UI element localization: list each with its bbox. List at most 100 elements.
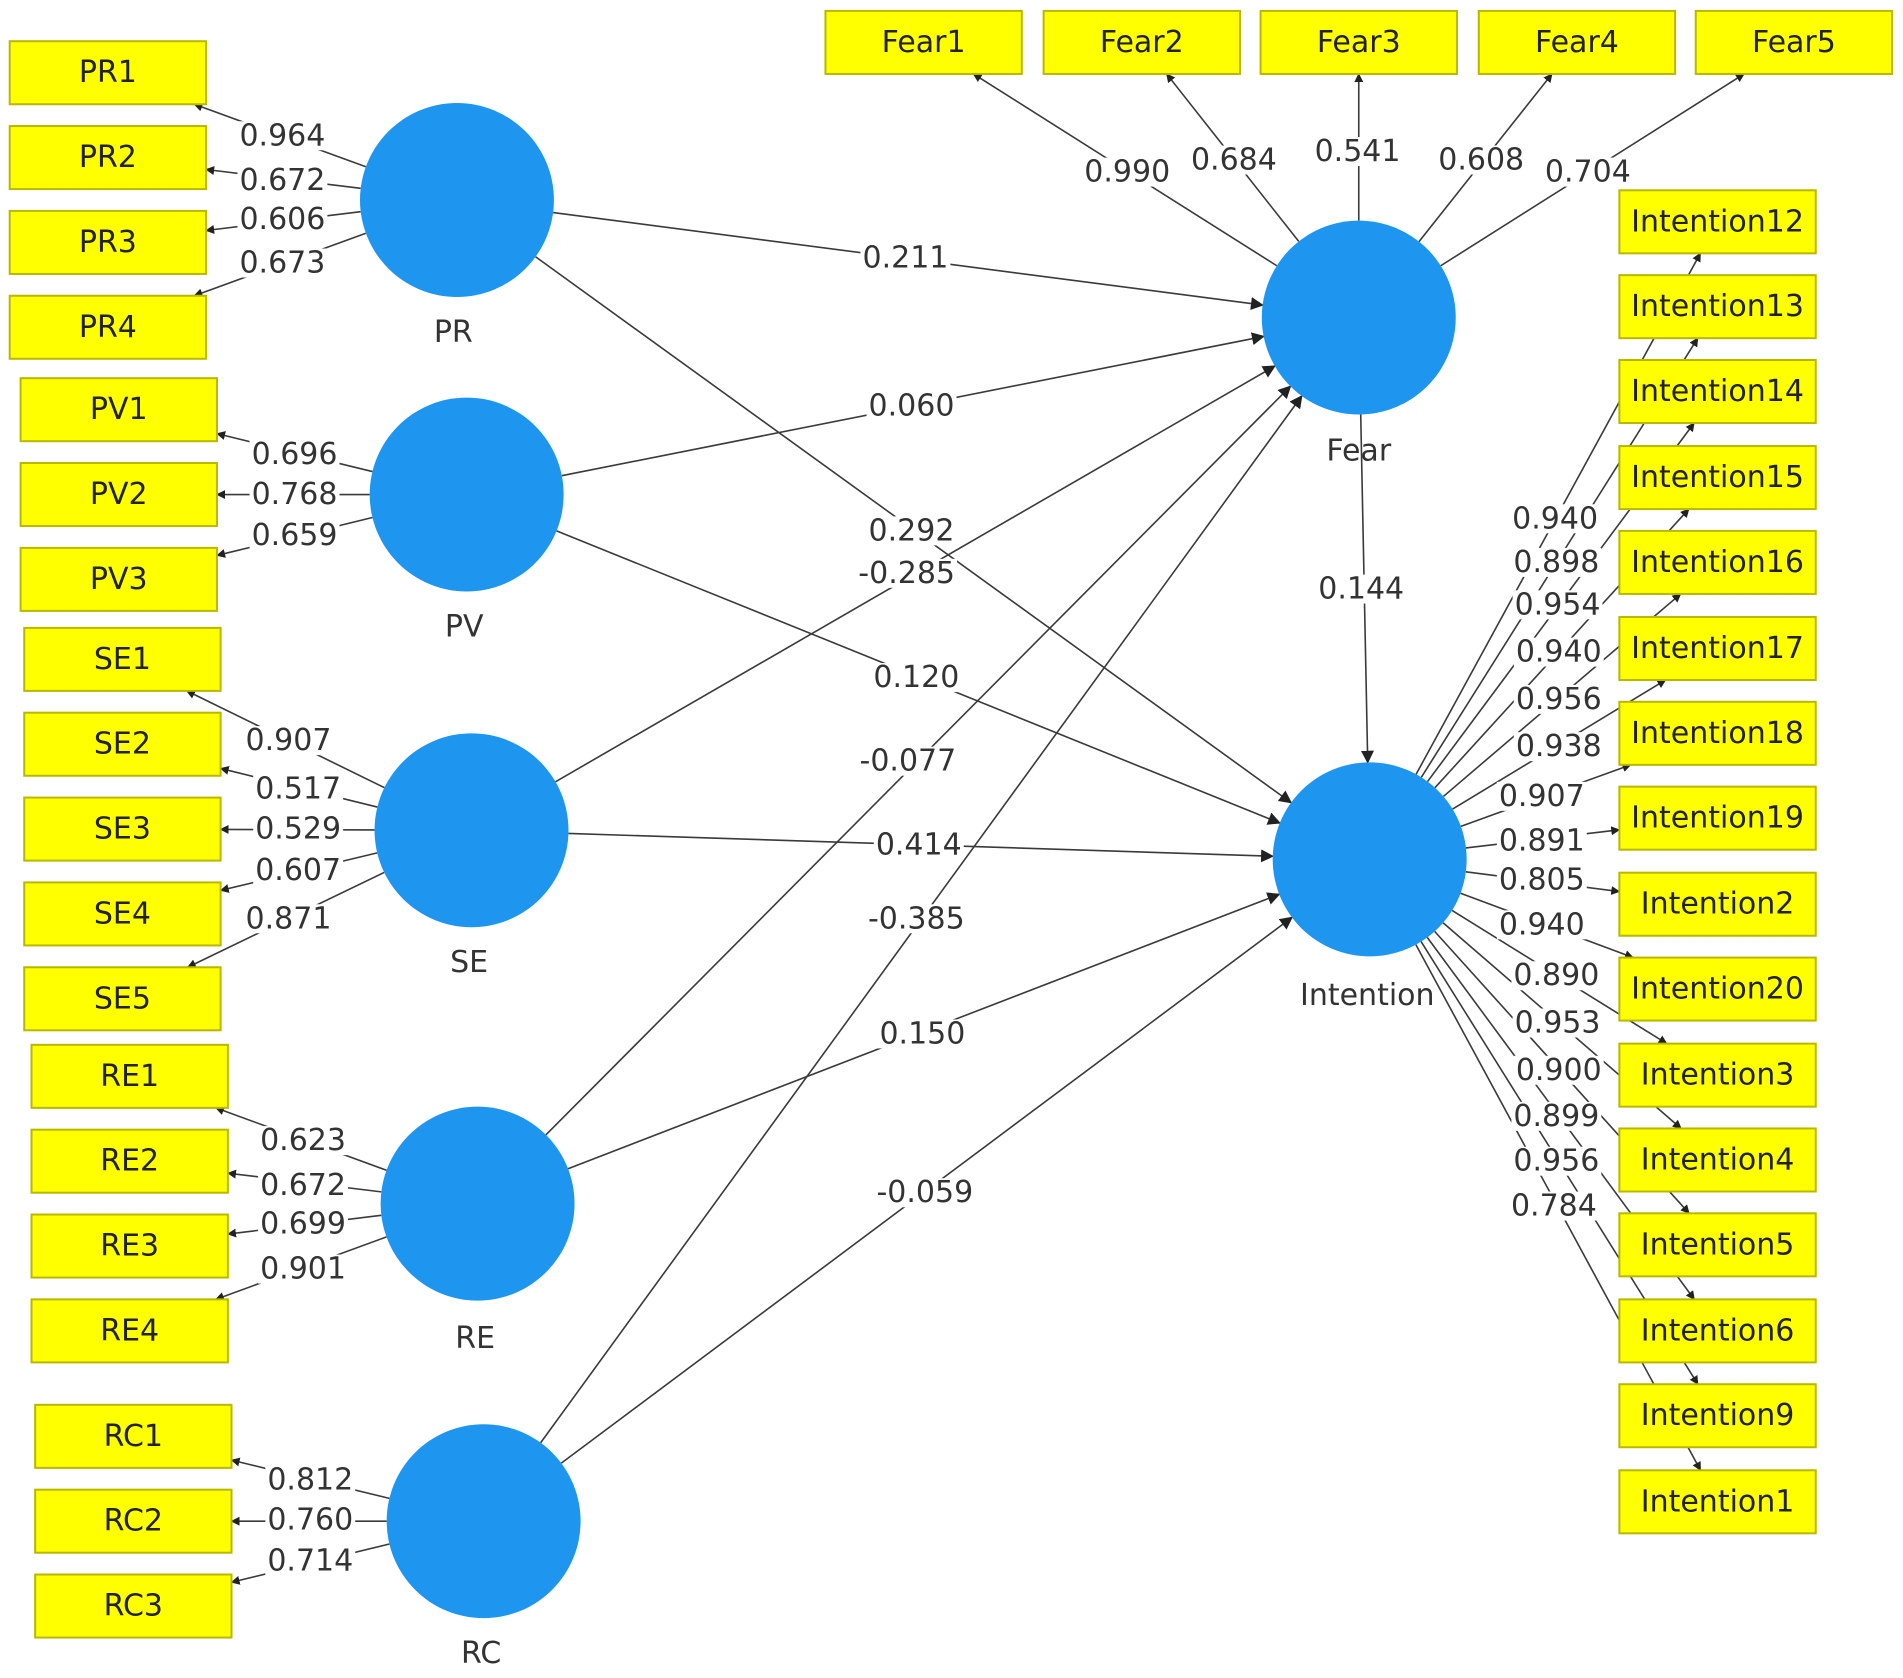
indicator-box-intention19[interactable] <box>1618 785 1817 851</box>
loading-value-intention1-group: 0.784 <box>1508 1189 1599 1224</box>
loading-value-intention5: 0.900 <box>1516 1053 1602 1088</box>
loading-value-intention14-backing <box>1512 590 1603 620</box>
loading-value-intention9: 0.956 <box>1513 1144 1599 1179</box>
loading-value-fear1: 0.990 <box>1084 155 1170 190</box>
loading-value-pv3-backing <box>249 521 340 551</box>
loading-value-pr3-backing <box>237 204 328 234</box>
indicator-box-intention2[interactable] <box>1618 871 1817 937</box>
latent-node-pv[interactable] <box>369 397 564 592</box>
indicator-box-pr4[interactable] <box>8 294 208 360</box>
indicator-box-fear1[interactable] <box>824 9 1023 75</box>
indicator-label-intention2: Intention2 <box>1641 887 1795 922</box>
indicator-box-rc2[interactable] <box>34 1488 233 1554</box>
indicator-box-fear3[interactable] <box>1259 9 1458 75</box>
indicator-box-pr1[interactable] <box>8 40 208 106</box>
indicator-box-fear5[interactable] <box>1694 9 1894 75</box>
indicator-box-se2[interactable] <box>23 711 222 777</box>
path-coefficient-pr-to-intention: 0.292 <box>869 513 955 548</box>
indicator-box-pr2[interactable] <box>8 125 208 191</box>
indicator-box-fear2[interactable] <box>1042 9 1241 75</box>
indicator-label-intention20: Intention20 <box>1631 972 1804 1007</box>
loading-value-pr4-backing <box>237 248 328 278</box>
path-coefficient-se-to-fear-backing <box>856 558 958 588</box>
loading-value-intention13: 0.898 <box>1513 545 1599 580</box>
indicator-label-rc2: RC2 <box>104 1504 163 1539</box>
latent-node-se[interactable] <box>374 733 569 928</box>
indicator-box-intention20[interactable] <box>1618 956 1817 1022</box>
indicator-box-intention12[interactable] <box>1618 189 1817 255</box>
path-coefficient-rc-to-intention: -0.059 <box>876 1175 973 1210</box>
loading-value-pr4: 0.673 <box>239 246 325 281</box>
loading-value-rc2-backing <box>265 1505 356 1535</box>
indicator-box-intention6[interactable] <box>1618 1298 1817 1364</box>
loading-value-pv3-group: 0.659 <box>249 518 340 553</box>
indicator-box-intention9[interactable] <box>1618 1383 1817 1449</box>
indicator-box-intention18[interactable] <box>1618 700 1817 766</box>
path-coefficient-fear-to-intention-backing <box>1316 574 1407 604</box>
loading-value-intention20: 0.940 <box>1499 907 1585 942</box>
indicator-label-intention4: Intention4 <box>1641 1142 1795 1177</box>
latent-label-pv: PV <box>445 609 484 644</box>
path-coefficient-se-to-intention-backing <box>873 830 964 860</box>
loading-value-intention3: 0.890 <box>1513 958 1599 993</box>
latent-node-pr[interactable] <box>359 103 554 297</box>
path-coefficient-pr-to-intention-backing <box>866 516 957 546</box>
path-coefficient-rc-to-fear-group: -0.385 <box>865 901 967 936</box>
loading-value-pr2-group: 0.672 <box>237 163 328 198</box>
indicator-box-intention3[interactable] <box>1618 1042 1817 1108</box>
indicator-label-rc3: RC3 <box>104 1589 163 1624</box>
indicator-box-intention17[interactable] <box>1618 615 1817 681</box>
latent-node-fear[interactable] <box>1261 220 1456 415</box>
loading-value-pr2: 0.672 <box>239 163 325 198</box>
indicator-box-intention5[interactable] <box>1618 1212 1817 1278</box>
indicator-box-pv1[interactable] <box>19 377 218 443</box>
indicator-box-se5[interactable] <box>23 966 222 1032</box>
loading-value-intention16: 0.956 <box>1516 682 1602 717</box>
indicator-box-re1[interactable] <box>30 1043 229 1109</box>
loading-value-se1-group: 0.907 <box>243 723 334 758</box>
loading-value-fear4-backing <box>1436 145 1527 175</box>
indicator-box-pv3[interactable] <box>19 546 218 612</box>
indicator-box-intention13[interactable] <box>1618 274 1817 340</box>
latent-node-re[interactable] <box>380 1106 575 1301</box>
indicator-box-intention4[interactable] <box>1618 1127 1817 1193</box>
loading-value-intention2: 0.805 <box>1499 862 1585 897</box>
indicator-label-intention5: Intention5 <box>1641 1227 1795 1262</box>
indicator-box-se3[interactable] <box>23 796 222 862</box>
indicator-box-pr3[interactable] <box>8 209 208 275</box>
latent-label-rc: RC <box>461 1636 501 1671</box>
nodes-layer <box>8 9 1894 1639</box>
indicator-box-intention15[interactable] <box>1618 445 1817 511</box>
loading-value-fear3: 0.541 <box>1315 134 1401 169</box>
loading-value-intention13-backing <box>1511 547 1602 577</box>
loading-value-intention2-group: 0.805 <box>1496 862 1587 897</box>
loading-value-fear5-backing <box>1542 157 1633 187</box>
indicator-box-intention1[interactable] <box>1618 1469 1817 1535</box>
loading-value-se4-backing <box>253 855 344 885</box>
loading-value-se3: 0.529 <box>255 812 341 847</box>
latent-label-intention: Intention <box>1300 978 1435 1013</box>
indicator-box-fear4[interactable] <box>1477 9 1677 75</box>
indicator-box-se1[interactable] <box>23 626 222 692</box>
loading-value-intention4-backing <box>1512 1008 1603 1038</box>
path-coefficient-re-to-intention-group: 0.150 <box>877 1016 968 1051</box>
indicator-box-re2[interactable] <box>30 1128 229 1194</box>
indicator-box-intention16[interactable] <box>1618 529 1817 595</box>
indicator-box-rc1[interactable] <box>34 1403 233 1469</box>
latent-node-intention[interactable] <box>1272 762 1467 957</box>
loading-value-re4-group: 0.901 <box>258 1252 348 1287</box>
indicator-box-re3[interactable] <box>30 1213 229 1279</box>
indicator-label-rc1: RC1 <box>104 1419 163 1454</box>
latent-node-rc[interactable] <box>386 1424 581 1619</box>
indicator-label-intention13: Intention13 <box>1631 289 1804 324</box>
indicator-box-intention14[interactable] <box>1618 358 1817 425</box>
indicator-box-rc3[interactable] <box>34 1573 233 1639</box>
indicator-box-se4[interactable] <box>23 881 222 947</box>
indicator-label-se4: SE4 <box>94 896 151 931</box>
indicator-box-pv2[interactable] <box>19 462 218 528</box>
loading-value-se2-group: 0.517 <box>253 772 344 807</box>
indicator-box-re4[interactable] <box>30 1298 229 1364</box>
loading-value-rc1: 0.812 <box>267 1462 353 1497</box>
loading-value-intention18-backing <box>1496 781 1587 811</box>
